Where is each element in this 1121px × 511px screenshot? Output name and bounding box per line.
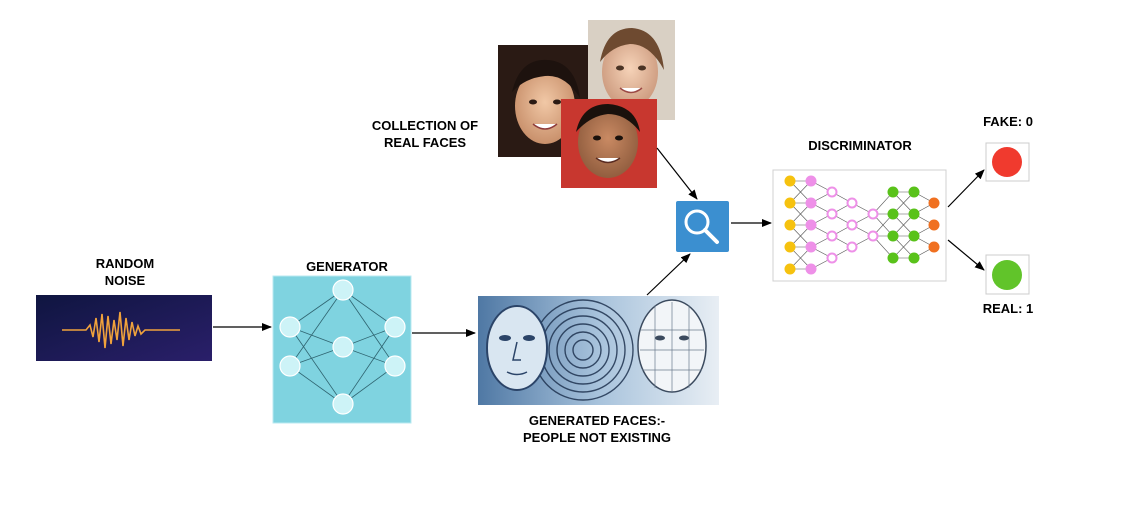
collection-label-1: COLLECTION OF	[371, 118, 479, 133]
random-noise-label-2: NOISE	[104, 273, 146, 288]
discriminator-node	[826, 252, 838, 264]
discriminator-node	[784, 175, 796, 187]
discriminator-label: DISCRIMINATOR	[808, 138, 912, 153]
discriminator-node	[846, 197, 858, 209]
discriminator-node	[826, 208, 838, 220]
fake-indicator-circle	[992, 147, 1022, 177]
waveform-icon	[62, 311, 180, 349]
arrow-to-real	[947, 239, 985, 271]
discriminator-node	[805, 175, 817, 187]
random-noise-image	[36, 295, 212, 361]
discriminator-node	[867, 208, 879, 220]
discriminator-node	[928, 241, 940, 253]
discriminator-node	[784, 219, 796, 231]
discriminator-node	[887, 186, 899, 198]
discriminator-node	[887, 230, 899, 242]
arrow-to-fake	[947, 169, 985, 208]
generated-faces-label-2: PEOPLE NOT EXISTING	[522, 430, 672, 445]
discriminator-node	[908, 208, 920, 220]
discriminator-node	[867, 230, 879, 242]
real-output	[985, 254, 1030, 295]
discriminator-node	[805, 263, 817, 275]
fake-label: FAKE: 0	[983, 114, 1033, 129]
arrow-generated-to-compare	[646, 253, 691, 296]
real-faces-collection	[498, 20, 675, 188]
discriminator-node	[805, 197, 817, 209]
generator-network	[272, 275, 412, 424]
discriminator-network	[772, 169, 947, 282]
discriminator-node	[928, 219, 940, 231]
real-face-photo-1	[498, 45, 592, 157]
real-face-photo-3	[561, 99, 657, 188]
generated-faces-label-1: GENERATED FACES:-	[528, 413, 666, 428]
discriminator-node	[887, 208, 899, 220]
discriminator-node	[846, 241, 858, 253]
random-noise-label-1: RANDOM	[95, 256, 155, 271]
discriminator-node	[805, 219, 817, 231]
discriminator-node	[908, 252, 920, 264]
discriminator-node	[826, 230, 838, 242]
generated-faces-image	[478, 296, 719, 405]
real-indicator-circle	[992, 260, 1022, 290]
generator-label: GENERATOR	[306, 259, 388, 274]
discriminator-node	[826, 186, 838, 198]
discriminator-node	[784, 197, 796, 209]
discriminator-node	[908, 186, 920, 198]
real-label: REAL: 1	[982, 301, 1034, 316]
arrow-real-to-compare	[656, 147, 698, 200]
fake-output	[985, 142, 1030, 182]
discriminator-node	[846, 219, 858, 231]
discriminator-node	[805, 241, 817, 253]
discriminator-node	[784, 241, 796, 253]
magnifier-icon	[684, 209, 719, 244]
discriminator-node	[784, 263, 796, 275]
collection-label-2: REAL FACES	[383, 135, 467, 150]
compare-box	[676, 201, 729, 252]
discriminator-node	[887, 252, 899, 264]
discriminator-node	[908, 230, 920, 242]
discriminator-node	[928, 197, 940, 209]
